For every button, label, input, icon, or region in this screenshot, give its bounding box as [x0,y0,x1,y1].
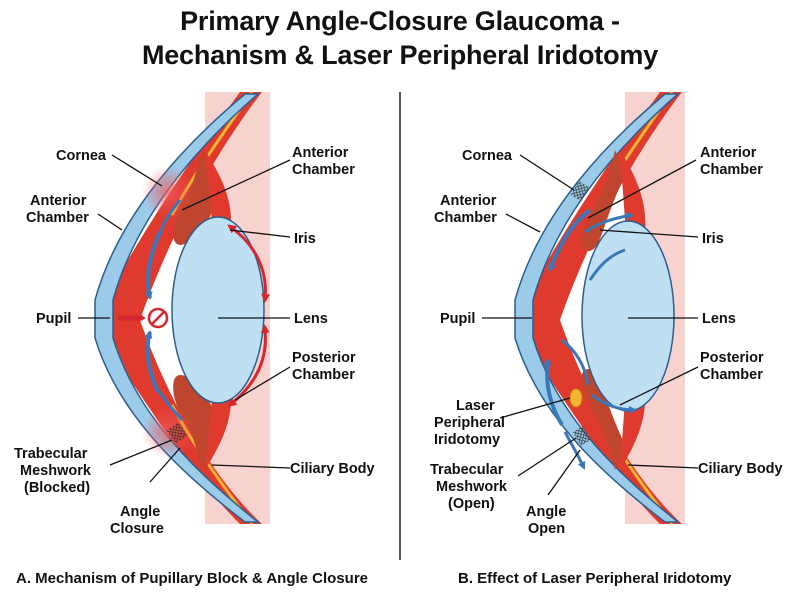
label-b-trabecular-1: Trabecular [430,462,504,478]
label-b-anterior-chamber-left-1: Anterior [440,193,497,209]
pupil-block-icon [147,307,169,329]
trabecular-meshwork-upper-open [570,181,590,201]
label-a-lens: Lens [294,311,328,327]
label-b-trabecular-3: (Open) [448,496,495,512]
label-b-laser-1: Laser [456,398,495,414]
label-b-anterior-chamber-right-1: Anterior [700,145,757,161]
panel-a-caption: A. Mechanism of Pupillary Block & Angle … [16,570,368,587]
label-b-iris: Iris [702,231,724,247]
diagram-title-line-2: Mechanism & Laser Peripheral Iridotomy [141,40,659,70]
panel-b-caption: B. Effect of Laser Peripheral Iridotomy [458,570,732,587]
label-b-cornea: Cornea [462,148,513,164]
label-a-angle-closure-1: Angle [120,504,160,520]
label-b-posterior-chamber-1: Posterior [700,350,764,366]
label-a-trabecular-1: Trabecular [14,446,88,462]
panel-a-leader-lines [78,154,291,483]
label-b-ciliary-body: Ciliary Body [698,461,783,477]
label-b-angle-open-2: Open [528,521,565,537]
label-a-anterior-chamber-right-2: Chamber [292,162,355,178]
lens-b [581,220,675,412]
label-b-laser-2: Peripheral [434,415,505,431]
laser-iridotomy-spot [569,388,583,408]
label-b-anterior-chamber-right-2: Chamber [700,162,763,178]
panel-b-leader-lines [482,154,699,496]
sclera-b [525,92,682,524]
label-b-pupil: Pupil [440,311,475,327]
label-b-posterior-chamber-2: Chamber [700,367,763,383]
label-b-anterior-chamber-left-2: Chamber [434,210,497,226]
label-a-trabecular-3: (Blocked) [24,480,90,496]
iris-upper-b [581,150,625,251]
label-a-anterior-chamber-left-2: Chamber [26,210,89,226]
panel-b-flow-arrows [543,208,637,470]
label-b-trabecular-2: Meshwork [436,479,508,495]
iris-lower-b [581,369,625,470]
label-a-posterior-chamber-2: Chamber [292,367,355,383]
label-a-trabecular-2: Meshwork [20,463,92,479]
label-b-lens: Lens [702,311,736,327]
label-a-angle-closure-2: Closure [110,521,164,537]
label-a-iris: Iris [294,231,316,247]
trabecular-meshwork-open [572,426,592,446]
panel-a-eye [94,91,270,525]
trabecular-meshwork-blocked [166,422,188,444]
label-a-anterior-chamber-left-1: Anterior [30,193,87,209]
label-b-angle-open-1: Angle [526,504,566,520]
label-a-cornea: Cornea [56,148,107,164]
label-a-pupil: Pupil [36,311,71,327]
label-b-laser-3: Iridotomy [434,432,500,448]
label-a-posterior-chamber-1: Posterior [292,350,356,366]
label-a-ciliary-body: Ciliary Body [290,461,375,477]
label-a-anterior-chamber-right-1: Anterior [292,145,349,161]
angle-closure-glow-upper [142,166,194,218]
diagram-title-line-1: Primary Angle-Closure Glaucoma - [180,6,620,36]
panel-b-eye [514,91,685,525]
